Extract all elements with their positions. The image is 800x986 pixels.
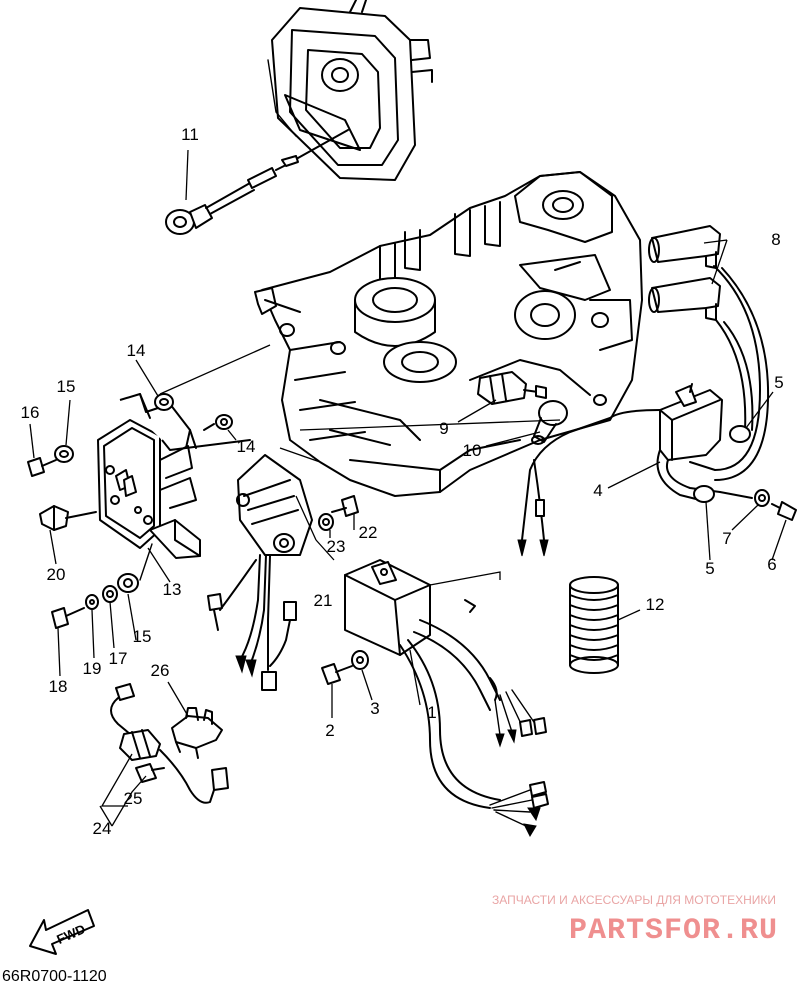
part-11-thermo-switch (165, 129, 349, 235)
part-15-grommet-lower (117, 573, 139, 593)
fwd-arrow: FWD (29, 909, 95, 955)
callout-18: 18 (49, 677, 68, 696)
part-16-bolt (27, 457, 57, 477)
callouts: 11 8 5 4 5 7 6 9 10 12 1 2 3 21 22 23 13… (21, 125, 784, 838)
part-21-rectifier (207, 454, 313, 691)
callout-14a: 14 (127, 341, 146, 360)
watermark-tagline: ЗАПЧАСТИ И АКСЕССУАРЫ ДЛЯ МОТОТЕХНИКИ (492, 893, 776, 907)
part-15-grommet-upper (54, 445, 74, 463)
callout-16: 16 (21, 403, 40, 422)
callout-26: 26 (151, 661, 170, 680)
callout-2: 2 (325, 721, 334, 740)
leader-lines (29, 149, 787, 827)
callout-9: 9 (439, 419, 448, 438)
callout-7: 7 (722, 529, 731, 548)
part-18-bolt (51, 607, 85, 629)
part-13-bracket (97, 393, 251, 581)
callout-8: 8 (771, 230, 780, 249)
callout-11: 11 (181, 125, 199, 144)
part-12-spring-cover (569, 576, 619, 674)
callout-14b: 14 (237, 437, 256, 456)
part-3-washer (351, 650, 369, 670)
callout-15b: 15 (133, 627, 152, 646)
part-1-cdi-unit (344, 559, 549, 838)
part-8-plug-caps (648, 225, 721, 321)
callout-25: 25 (124, 789, 143, 808)
part-25-cap (135, 763, 165, 783)
callout-10: 10 (463, 441, 482, 460)
callout-19: 19 (83, 659, 102, 678)
part-14-grommet-a (154, 393, 174, 411)
part-22-bolt (331, 495, 359, 517)
diagram-code: 66R0700-1120 (2, 968, 107, 985)
callout-24: 24 (93, 819, 112, 838)
part-24-connector (110, 683, 229, 804)
coil-wire (517, 409, 661, 557)
callout-21: 21 (314, 591, 333, 610)
part-14-grommet-b (203, 414, 233, 431)
callout-6: 6 (767, 555, 776, 574)
callout-17: 17 (109, 649, 128, 668)
callout-13: 13 (163, 580, 182, 599)
part-26-holder (171, 707, 223, 759)
watermark-logo: PARTSFOR.RU (569, 914, 778, 948)
part-23-washer (318, 513, 334, 531)
part-20-clip (39, 505, 97, 531)
part-9-sensor (477, 371, 547, 405)
callout-5b: 5 (705, 559, 714, 578)
part-10-cap (531, 400, 568, 445)
flywheel-cover (267, 0, 433, 181)
callout-5a: 5 (774, 373, 783, 392)
callout-12: 12 (646, 595, 665, 614)
ht-leads (656, 265, 770, 503)
callout-23: 23 (327, 537, 346, 556)
part-19-washer (85, 594, 99, 610)
engine-block (254, 171, 643, 497)
callout-1: 1 (427, 703, 436, 722)
part-6-bolt (771, 501, 797, 521)
watermark: ЗАПЧАСТИ И АКСЕССУАРЫ ДЛЯ МОТОТЕХНИКИ PA… (492, 893, 778, 948)
callout-20: 20 (47, 565, 66, 584)
part-4-ignition-coil (659, 383, 723, 461)
part-2-bolt (321, 663, 353, 685)
part-17-washer (102, 585, 118, 603)
callout-15a: 15 (57, 377, 76, 396)
part-7-washer (754, 489, 770, 507)
callout-22: 22 (359, 523, 378, 542)
callout-3: 3 (370, 699, 379, 718)
callout-4: 4 (593, 481, 602, 500)
